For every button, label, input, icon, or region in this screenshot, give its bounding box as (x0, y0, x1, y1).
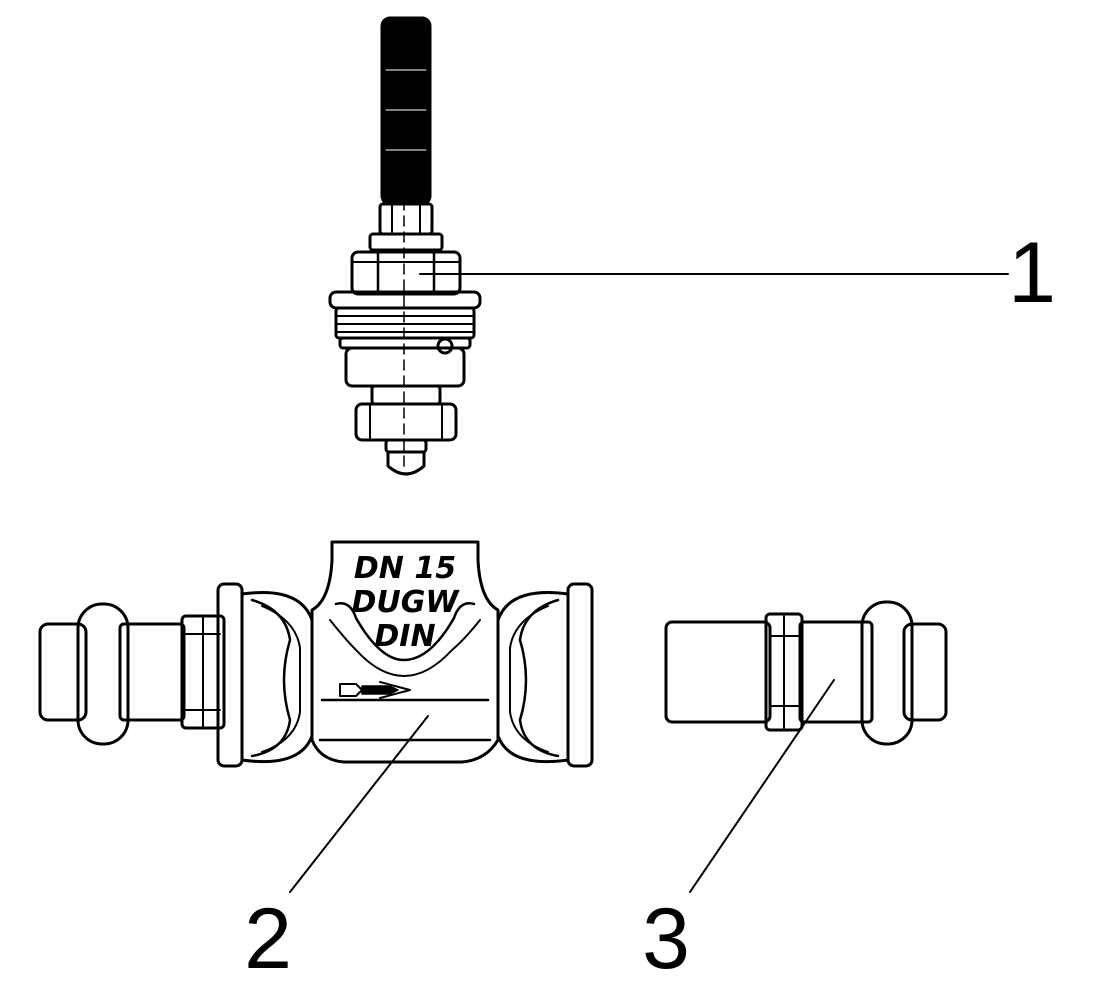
cartridge-tip (386, 450, 426, 476)
left-pipe-stub (38, 602, 226, 746)
right-union-nut (496, 582, 594, 768)
cartridge-thread (328, 290, 482, 340)
valve-cartridge (328, 16, 482, 476)
leader-line-2 (289, 715, 429, 893)
marking-line-2: DUGW (352, 585, 461, 620)
callout-2: 2 (244, 891, 292, 987)
press-connector (664, 600, 948, 746)
marking-line-1: DN 15 (354, 551, 456, 586)
leader-lines (289, 273, 1009, 893)
valve-body-tee: DN 15 DUGW DIN (38, 540, 594, 768)
flow-arrow-marker (339, 681, 411, 699)
cartridge-spindle (380, 16, 432, 206)
connector-sleeve (664, 620, 772, 724)
callout-1: 1 (1008, 225, 1056, 321)
cartridge-neck (378, 202, 434, 236)
cartridge-collar (368, 232, 444, 252)
callout-3: 3 (642, 891, 690, 987)
connector-nut (764, 612, 804, 732)
connector-end (902, 622, 948, 722)
marking-line-3: DIN (374, 619, 435, 654)
connector-pipe (798, 620, 874, 724)
body-marking: DN 15 DUGW DIN (352, 551, 461, 654)
left-union-nut (216, 582, 314, 768)
connector-bead (860, 600, 914, 746)
tee-body (310, 540, 500, 764)
leader-line-3 (689, 679, 835, 893)
